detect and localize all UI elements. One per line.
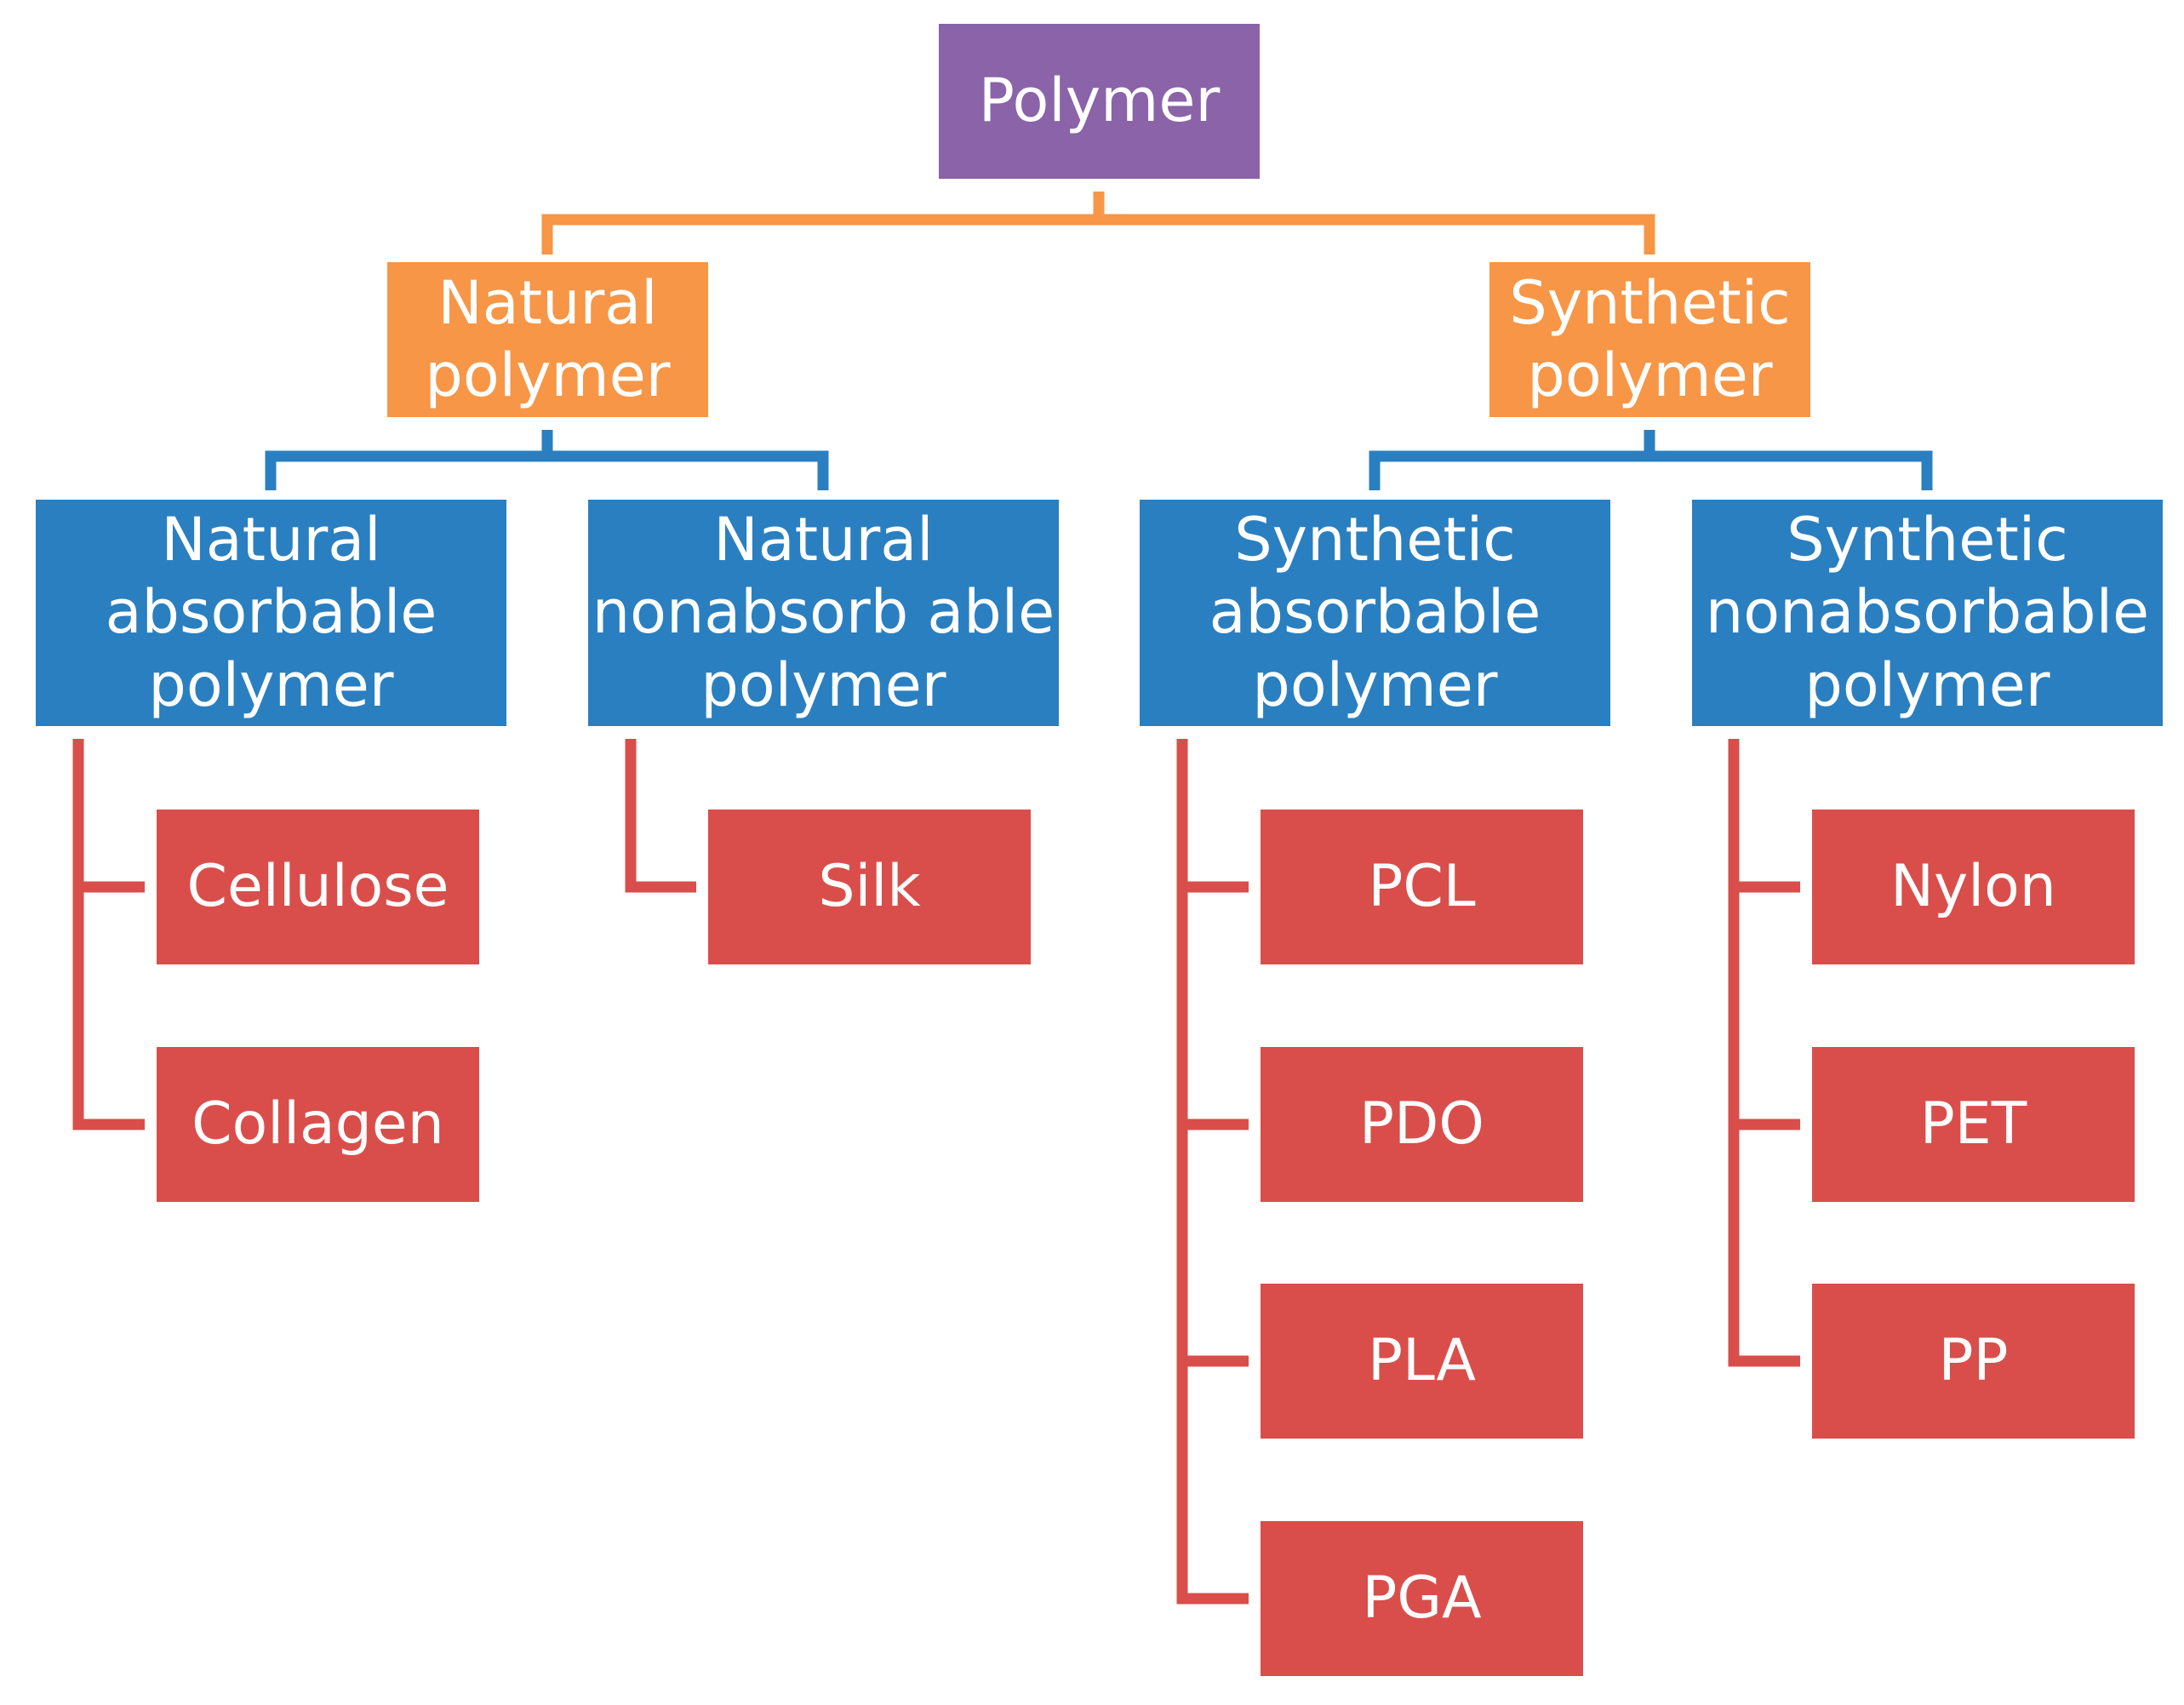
leaf-label: PCL bbox=[1368, 852, 1476, 920]
node-label-line: absorbable bbox=[1209, 577, 1541, 648]
leaf-label: Collagen bbox=[192, 1090, 444, 1158]
leaf-label: PET bbox=[1919, 1090, 2027, 1158]
leaf-node-pp: PP bbox=[1812, 1284, 2135, 1439]
node-label-line: polymer bbox=[425, 340, 671, 410]
leaf-node-pdo: PDO bbox=[1261, 1047, 1583, 1202]
node-label-line: polymer bbox=[1252, 649, 1498, 720]
node-natural-nonabsorbable-text: Natural nonabsorb able polymer bbox=[592, 504, 1055, 722]
connector-synthetic-absorbable-leaves bbox=[1176, 739, 1249, 1605]
node-synthetic-nonabsorbable-text: Synthetic nonabsorbable polymer bbox=[1706, 504, 2149, 722]
connector-level1-bar bbox=[541, 214, 1655, 255]
node-natural-polymer: Natural polymer bbox=[387, 262, 708, 417]
connector-natural-nonabsorbable-leaves bbox=[625, 739, 696, 893]
node-natural-absorbable-text: Natural absorbable polymer bbox=[106, 504, 437, 722]
node-synthetic-absorbable-text: Synthetic absorbable polymer bbox=[1209, 504, 1541, 722]
node-label-line: polymer bbox=[1527, 340, 1773, 410]
node-natural-nonabsorbable-polymer: Natural nonabsorb able polymer bbox=[588, 500, 1059, 726]
node-synthetic-polymer-text: Synthetic polymer bbox=[1509, 267, 1790, 413]
connector-synthetic-to-children bbox=[1369, 430, 1933, 490]
node-natural-absorbable-polymer: Natural absorbable polymer bbox=[36, 500, 506, 726]
leaf-label: PGA bbox=[1362, 1564, 1482, 1632]
leaf-node-pga: PGA bbox=[1261, 1521, 1583, 1676]
leaf-label: Cellulose bbox=[186, 852, 449, 920]
connector-synthetic-nonabsorbable-leaves bbox=[1728, 739, 1800, 1367]
node-label-line: polymer bbox=[148, 649, 394, 720]
connector-root-to-level1 bbox=[541, 192, 1655, 255]
root-node-polymer: Polymer bbox=[939, 24, 1260, 179]
leaf-node-pcl: PCL bbox=[1261, 810, 1583, 964]
leaf-node-pla: PLA bbox=[1261, 1284, 1583, 1439]
root-node-label: Polymer bbox=[978, 66, 1221, 136]
leaf-node-silk: Silk bbox=[708, 810, 1031, 964]
leaf-node-collagen: Collagen bbox=[157, 1047, 479, 1202]
node-label-line: Natural bbox=[161, 504, 381, 575]
leaf-label: PDO bbox=[1359, 1090, 1484, 1158]
node-label-line: polymer bbox=[1804, 649, 2050, 720]
connector-natural-bar bbox=[265, 450, 829, 490]
node-label-line: nonabsorb able bbox=[592, 577, 1055, 648]
leaf-label: Nylon bbox=[1890, 852, 2056, 920]
node-label-line: Synthetic bbox=[1787, 504, 2068, 575]
node-label-line: Natural bbox=[713, 504, 934, 575]
connector-natural-to-children bbox=[265, 430, 829, 490]
node-label-line: Natural bbox=[437, 267, 658, 338]
leaf-node-pet: PET bbox=[1812, 1047, 2135, 1202]
node-synthetic-nonabsorbable-polymer: Synthetic nonabsorbable polymer bbox=[1692, 500, 2163, 726]
leaf-node-cellulose: Cellulose bbox=[157, 810, 479, 964]
node-synthetic-absorbable-polymer: Synthetic absorbable polymer bbox=[1140, 500, 1610, 726]
connector-leaves bbox=[72, 739, 1800, 1605]
connector-natural-absorbable-leaves bbox=[72, 739, 145, 1130]
node-label-line: absorbable bbox=[105, 577, 437, 648]
leaf-node-nylon: Nylon bbox=[1812, 810, 2135, 964]
node-natural-polymer-text: Natural polymer bbox=[425, 267, 670, 413]
node-label-line: polymer bbox=[700, 649, 946, 720]
leaf-label: PLA bbox=[1368, 1326, 1476, 1394]
connector-synthetic-bar bbox=[1369, 450, 1933, 490]
node-label-line: Synthetic bbox=[1509, 267, 1791, 338]
leaf-label: Silk bbox=[818, 852, 921, 920]
node-synthetic-polymer: Synthetic polymer bbox=[1489, 262, 1810, 417]
node-label-line: nonabsorbable bbox=[1705, 577, 2150, 648]
node-label-line: Synthetic bbox=[1234, 504, 1516, 575]
leaf-label: PP bbox=[1938, 1326, 2009, 1394]
